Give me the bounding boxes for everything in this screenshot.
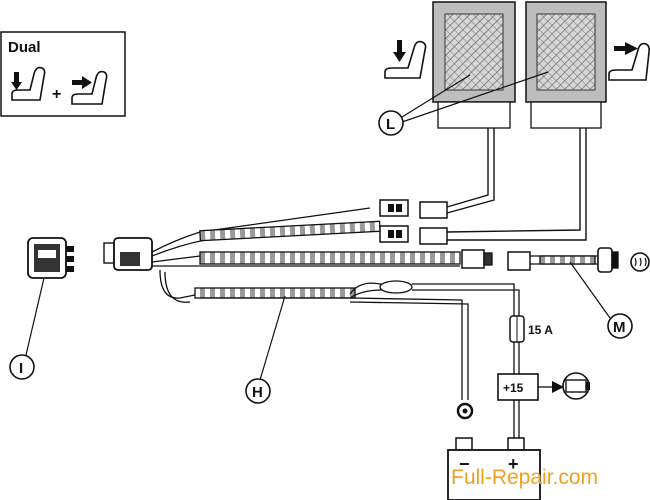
callout-I-label: I [19, 360, 23, 377]
pad-connectors [379, 199, 448, 245]
connector-I: I [9, 237, 74, 380]
legend-plus: + [52, 86, 61, 103]
legend-title: Dual [8, 39, 41, 56]
fuse-label: 15 A [528, 323, 553, 337]
seat-heater-switch-icon [630, 252, 650, 272]
seat-down-icon [11, 66, 46, 101]
ignition-relay: +15 [497, 373, 564, 401]
seat-back-icon-right [608, 42, 650, 81]
heating-pad-cushion [432, 1, 516, 129]
callout-H: H [245, 295, 286, 404]
pad-leads [446, 128, 587, 241]
fuse-to-relay-wires [513, 342, 520, 438]
callout-M: M [569, 261, 633, 339]
callout-L-label: L [386, 116, 395, 133]
callout-M-label: M [613, 319, 626, 336]
callout-L: L [378, 71, 549, 136]
heating-pad-backrest [525, 1, 607, 129]
ignition-key-icon [562, 372, 590, 400]
fuse: 15 A [509, 315, 553, 343]
seat-back-icon [71, 70, 108, 105]
switch-harness-M [461, 247, 619, 273]
ground-terminal [456, 402, 474, 420]
battery-minus: − [459, 454, 470, 474]
battery: − + [447, 437, 541, 500]
callout-H-label: H [252, 384, 263, 401]
seat-down-icon-left [384, 40, 427, 79]
dual-legend: Dual + [0, 31, 126, 117]
power-wires [349, 280, 520, 400]
relay-label: +15 [503, 381, 524, 395]
harness-connector [103, 237, 153, 271]
watermark: Full-Repair.com [451, 466, 598, 489]
wiring-harness-H [151, 207, 461, 303]
battery-plus: + [508, 454, 519, 474]
